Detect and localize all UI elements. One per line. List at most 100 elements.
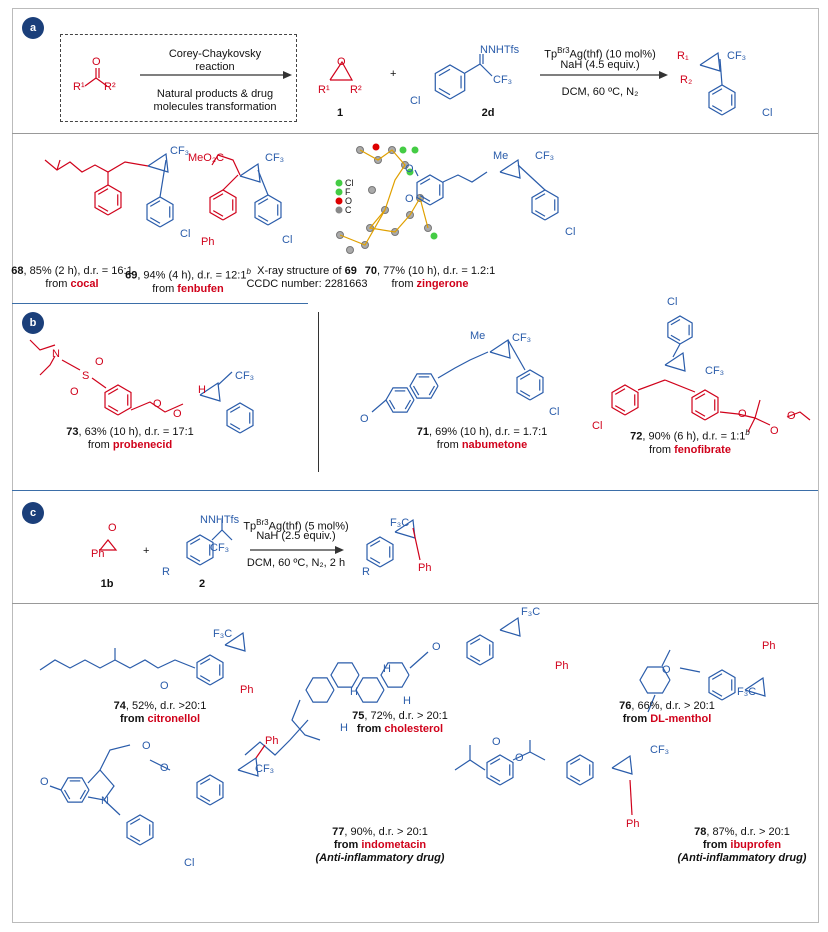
xray-legend-c: C [345, 205, 352, 215]
ring-double-bond [107, 405, 119, 412]
compound-label: 2 [198, 578, 206, 590]
atom-label: R [162, 566, 170, 578]
cyclopropane [744, 676, 766, 697]
ring-double-bond [534, 210, 546, 217]
bond [255, 744, 266, 759]
ring [708, 669, 736, 701]
bond [719, 411, 771, 426]
cyclopropane [489, 338, 511, 359]
compound-label: 1 [336, 107, 344, 119]
ring [305, 677, 335, 703]
condition-base: NaH (2.5 equiv.) [256, 530, 336, 542]
epoxide [99, 539, 118, 551]
bond [44, 159, 149, 173]
xray-chlorine [430, 232, 438, 240]
ring-double-bond [419, 178, 431, 185]
ring [94, 184, 122, 216]
bond [786, 411, 811, 421]
bond [747, 417, 756, 433]
ring [691, 389, 719, 421]
ring-double-bond [149, 200, 161, 207]
cyclopropane [394, 518, 416, 539]
atom-label: O [173, 408, 182, 420]
ring-double-bond [129, 835, 141, 842]
ring-double-bond [519, 390, 531, 397]
ring [330, 662, 360, 688]
ring [516, 369, 544, 401]
ring [466, 634, 494, 666]
atom-label: R¹ [318, 84, 330, 96]
cyclopropane [237, 756, 259, 777]
atom-label: CF₃ [650, 744, 670, 756]
atom-label: O [160, 680, 169, 692]
box-top-line: Corey-Chaykovsky [168, 48, 262, 60]
bond [221, 529, 233, 541]
dashed-box [60, 34, 297, 122]
bond [244, 719, 309, 756]
atom-label: Me [493, 150, 509, 162]
ring-double-bond [489, 758, 501, 765]
atom-label: O [40, 776, 49, 788]
ring [196, 654, 224, 686]
atom-label: H [383, 663, 391, 675]
ring-double-bond [79, 789, 87, 800]
bond [454, 745, 471, 771]
bond [257, 169, 269, 196]
box-bottom-line: Natural products & drug [156, 88, 274, 100]
atom-label: O [405, 193, 414, 205]
atom-label: N [52, 348, 60, 360]
ring [385, 387, 415, 413]
condition-base: NaH (4.5 equiv.) [560, 59, 640, 71]
ring-double-bond [212, 210, 224, 217]
atom-label: Cl [184, 857, 195, 869]
ring-double-bond [419, 195, 431, 202]
bond [507, 339, 526, 371]
bond [529, 751, 546, 761]
atom-label: CF₃ [210, 542, 230, 554]
atom-label: Ph [418, 562, 432, 574]
bond [479, 63, 493, 77]
atom-label: CF₃ [727, 50, 747, 62]
ring [254, 194, 282, 226]
box-bottom-line: molecules transformation [153, 101, 277, 113]
atom-label: O [160, 762, 169, 774]
atom-label: F₃C [213, 628, 233, 640]
condition-catalyst: TpBr3Ag(thf) (10 mol%) [544, 46, 656, 61]
atom-label: O [738, 408, 747, 420]
ring-double-bond [694, 410, 706, 417]
ring-double-bond [199, 795, 211, 802]
arrowhead [659, 71, 668, 79]
xray-fluorine [406, 168, 414, 176]
compound-label: 1b [100, 578, 114, 590]
ring [126, 814, 154, 846]
atom-label: Cl [592, 420, 603, 432]
atom-label: Cl [565, 226, 576, 238]
bond [159, 159, 167, 198]
ring [186, 534, 214, 566]
ring [566, 754, 594, 786]
ring-double-bond [257, 198, 269, 205]
ring-double-bond [107, 388, 119, 395]
atom-label: Ph [240, 684, 254, 696]
atom-label: O [153, 398, 162, 410]
cyclopropane [611, 754, 633, 775]
atom-label: CF₃ [535, 150, 555, 162]
atom-label: CF₃ [255, 763, 275, 775]
ring-double-bond [670, 334, 681, 342]
atom-label: CF₃ [170, 145, 190, 157]
atom-label: O [337, 56, 346, 68]
divider-c-top [12, 490, 818, 491]
bond [211, 154, 241, 176]
ring-double-bond [388, 399, 396, 410]
bond [39, 355, 56, 376]
xray-legend-dot [335, 206, 343, 214]
condition-solvent: DCM, 60 ºC, N₂, 2 h [246, 557, 346, 569]
bond [679, 667, 701, 673]
